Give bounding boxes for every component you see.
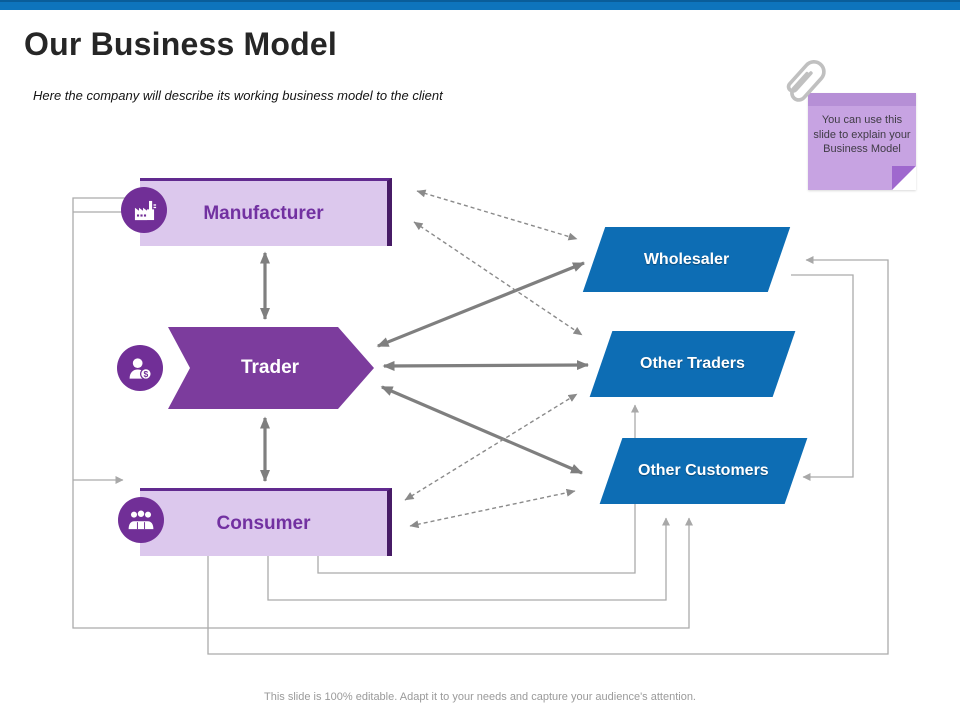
footer-note: This slide is 100% editable. Adapt it to… (264, 691, 696, 703)
other-traders-label: Other Traders (640, 355, 745, 372)
node-manufacturer: Manufacturer (140, 178, 392, 246)
top-accent-bar (0, 0, 960, 10)
elbow-connectors (72, 197, 889, 655)
manufacturer-label: Manufacturer (203, 202, 324, 224)
page-title: Our Business Model (24, 26, 337, 62)
trader-label: Trader (240, 357, 300, 378)
consumer-label: Consumer (216, 512, 311, 534)
node-wholesaler: Wholesaler (582, 227, 791, 292)
sticky-note: You can use this slide to explain your B… (808, 93, 916, 190)
people-group-icon (128, 510, 154, 530)
sticky-note-fold (892, 166, 916, 190)
node-consumer: Consumer (140, 488, 392, 556)
trader-icon-badge: $ (117, 345, 163, 391)
svg-text:$: $ (143, 368, 148, 378)
consumer-icon-badge (118, 497, 164, 543)
manufacturer-icon-badge (121, 187, 167, 233)
node-other-customers: Other Customers (599, 438, 808, 504)
other-customers-label: Other Customers (638, 462, 769, 479)
dashed-arrows (404, 189, 583, 529)
node-other-traders: Other Traders (589, 331, 796, 397)
person-dollar-icon: $ (129, 357, 152, 380)
paperclip-icon (786, 59, 826, 102)
factory-icon (134, 200, 156, 220)
wholesaler-label: Wholesaler (643, 250, 730, 268)
sticky-note-text: You can use this slide to explain your B… (813, 114, 911, 156)
node-trader (168, 327, 374, 409)
sticky-note-top-strip (808, 93, 916, 106)
slide-subtitle: Here the company will describe its worki… (33, 88, 443, 103)
